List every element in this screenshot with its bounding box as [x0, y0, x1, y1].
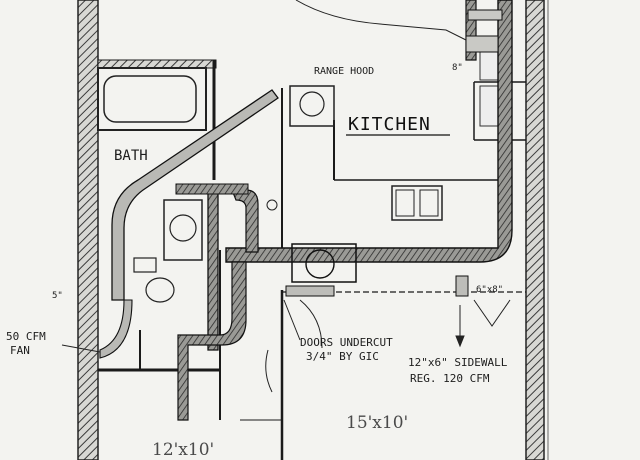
- lower-branch-duct: [177, 261, 247, 421]
- right-window: [479, 49, 507, 127]
- kitchen-register-top: [467, 9, 503, 21]
- room-door-swing: [299, 299, 323, 349]
- exterior-walls: [77, 0, 549, 460]
- top-duct-connector: [175, 183, 249, 195]
- room-dimension-left: 12'x10': [152, 440, 214, 460]
- center-vertical-duct: [207, 189, 219, 351]
- kitchen-curve-leader: [295, 0, 467, 41]
- return-duct-curve: [231, 189, 259, 253]
- right-wall: [525, 0, 545, 460]
- range-hood-label: RANGE HOOD: [314, 66, 374, 77]
- kitchen-supply-boot: [465, 35, 499, 53]
- doors-leader: [283, 299, 301, 341]
- bath-top-wall: [97, 59, 217, 69]
- bath-label: BATH: [114, 148, 148, 164]
- kitchen-label: KITCHEN: [348, 114, 431, 135]
- sidewall-register: [455, 275, 469, 297]
- sidewall-label: 12"x6" SIDEWALL: [408, 356, 508, 369]
- laundry-appliances: [163, 199, 203, 261]
- duct-size-5-label: 5": [52, 291, 63, 301]
- toilet: [133, 257, 175, 303]
- duct-size-label: 6"x8": [476, 285, 503, 295]
- left-wall: [77, 0, 99, 460]
- duct-system: [99, 0, 513, 421]
- fan-cfm-label: 50 CFM: [6, 330, 46, 343]
- room-dimension-right: 15'x10': [346, 413, 408, 433]
- thermostat-marker: [266, 199, 278, 211]
- sidewall-cfm-label: REG. 120 CFM: [410, 372, 490, 385]
- fan-leader: [61, 344, 101, 353]
- range-hood: [289, 85, 335, 127]
- bathtub: [97, 67, 207, 131]
- bath-fan-duct: [99, 299, 133, 359]
- fan-label: FAN: [10, 344, 30, 357]
- doors: [265, 299, 323, 393]
- kitchen-sink: [391, 185, 443, 221]
- range-hood-vent-duct: [111, 89, 279, 301]
- doors-gic-label: 3/4" BY GIC: [306, 350, 379, 363]
- sidewall-arrowhead: [455, 335, 465, 348]
- sidewall-v-marker: [473, 299, 511, 327]
- annotation-leaders: [61, 0, 511, 353]
- supply-plenum: [291, 243, 357, 283]
- bedroom-door-swing: [265, 349, 273, 393]
- main-supply-duct: [225, 0, 513, 263]
- duct-size-8-label: 8": [452, 63, 463, 73]
- plenum-fan: [305, 249, 335, 279]
- doors-undercut-label: DOORS UNDERCUT: [300, 336, 393, 349]
- hall-register: [285, 285, 335, 297]
